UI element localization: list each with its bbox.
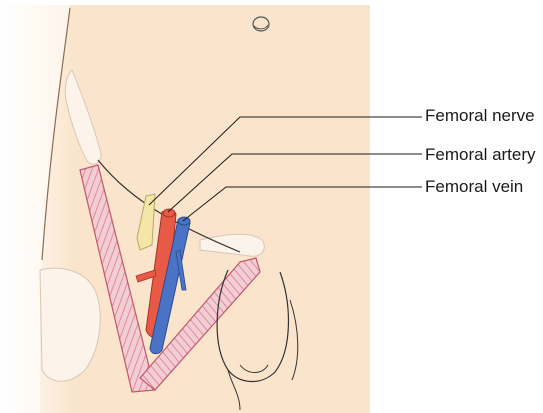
inguinal-ligament <box>97 159 241 253</box>
leader-line-nerve <box>148 116 422 206</box>
femoral-vein <box>149 216 191 355</box>
label-femoral-artery: Femoral artery <box>425 145 536 164</box>
skin-background <box>0 5 370 413</box>
femoral-nerve <box>136 193 156 251</box>
leader-line-vein <box>182 186 422 222</box>
leader-line-artery <box>167 153 422 213</box>
genitalia-outline <box>216 269 299 411</box>
label-femoral-nerve: Femoral nerve <box>425 106 535 125</box>
leader-lines <box>148 116 422 222</box>
adductor-longus-muscle <box>139 257 261 391</box>
umbilicus <box>252 16 270 32</box>
label-femoral-vein: Femoral vein <box>425 177 524 196</box>
pelvic-bone <box>39 69 265 382</box>
